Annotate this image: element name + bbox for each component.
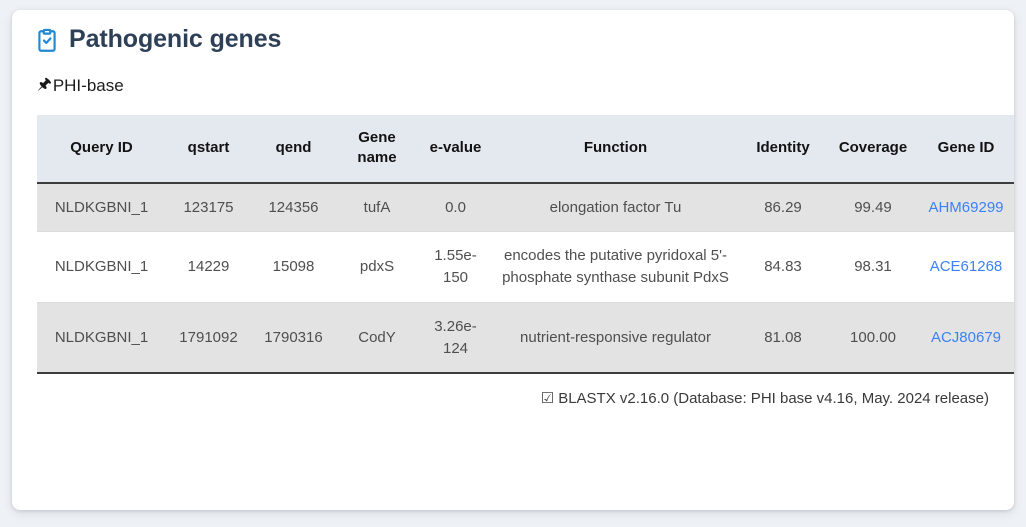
cell-qend: 15098: [251, 231, 336, 303]
cell-identity: 86.29: [738, 182, 828, 233]
table-row: NLDKGBNI_1 14229 15098 pdxS 1.55e-150 en…: [37, 231, 1014, 303]
cell-e-value: 3.26e-124: [418, 302, 493, 375]
cell-coverage: 99.49: [828, 182, 918, 233]
pushpin-icon: 🖈: [37, 76, 52, 93]
cell-function: nutrient-responsive regulator: [493, 302, 738, 375]
column-header-qend: qend: [251, 115, 336, 184]
gene-id-link[interactable]: AHM69299: [928, 198, 1004, 216]
cell-function: elongation factor Tu: [493, 182, 738, 233]
table-row: NLDKGBNI_1 123175 124356 tufA 0.0 elonga…: [37, 182, 1014, 233]
cell-identity: 84.83: [738, 231, 828, 303]
cell-gene-name: CodY: [336, 302, 418, 375]
cell-query-id: NLDKGBNI_1: [37, 231, 166, 303]
gene-table-container: Query ID qstart qend Gene name e-value F…: [25, 96, 1014, 407]
cell-gene-name: pdxS: [336, 231, 418, 303]
column-header-gene-id: Gene ID: [918, 115, 1014, 184]
cell-qend: 124356: [251, 182, 336, 233]
pathogenic-genes-card: Pathogenic genes 🖈 PHI-base Query ID qst…: [12, 10, 1014, 510]
table-footer: ☑BLASTX v2.16.0 (Database: PHI base v4.1…: [37, 374, 1001, 407]
column-header-gene-name: Gene name: [336, 115, 418, 184]
pathogenic-genes-table: Query ID qstart qend Gene name e-value F…: [37, 115, 1014, 375]
column-header-query-id: Query ID: [37, 115, 166, 184]
table-header-row: Query ID qstart qend Gene name e-value F…: [37, 115, 1014, 184]
cell-query-id: NLDKGBNI_1: [37, 182, 166, 233]
cell-coverage: 98.31: [828, 231, 918, 303]
card-header: Pathogenic genes: [25, 10, 1001, 54]
column-header-e-value: e-value: [418, 115, 493, 184]
page-title: Pathogenic genes: [69, 25, 282, 54]
cell-qend: 1790316: [251, 302, 336, 375]
ballot-box-with-check-icon: ☑: [540, 390, 555, 408]
cell-qstart: 1791092: [166, 302, 251, 375]
cell-qstart: 123175: [166, 182, 251, 233]
cell-e-value: 0.0: [418, 182, 493, 233]
cell-e-value: 1.55e-150: [418, 231, 493, 303]
database-subtitle: 🖈 PHI-base: [25, 54, 1001, 96]
column-header-qstart: qstart: [166, 115, 251, 184]
clipboard-check-icon: [34, 28, 60, 54]
column-header-coverage: Coverage: [828, 115, 918, 184]
cell-function: encodes the putative pyridoxal 5'-phosph…: [493, 231, 738, 303]
cell-query-id: NLDKGBNI_1: [37, 302, 166, 375]
cell-coverage: 100.00: [828, 302, 918, 375]
cell-gene-id: ACE61268: [918, 231, 1014, 303]
cell-qstart: 14229: [166, 231, 251, 303]
cell-gene-id: AHM69299: [918, 182, 1014, 233]
database-subtitle-label: PHI-base: [52, 76, 124, 95]
cell-gene-name: tufA: [336, 182, 418, 233]
cell-gene-id: ACJ80679: [918, 302, 1014, 375]
table-row: NLDKGBNI_1 1791092 1790316 CodY 3.26e-12…: [37, 302, 1014, 375]
gene-id-link[interactable]: ACE61268: [929, 258, 1003, 276]
gene-id-link[interactable]: ACJ80679: [930, 328, 1002, 346]
column-header-function: Function: [493, 115, 738, 184]
column-header-identity: Identity: [738, 115, 828, 184]
blast-version-label: BLASTX v2.16.0 (Database: PHI base v4.16…: [558, 390, 989, 408]
cell-identity: 81.08: [738, 302, 828, 375]
